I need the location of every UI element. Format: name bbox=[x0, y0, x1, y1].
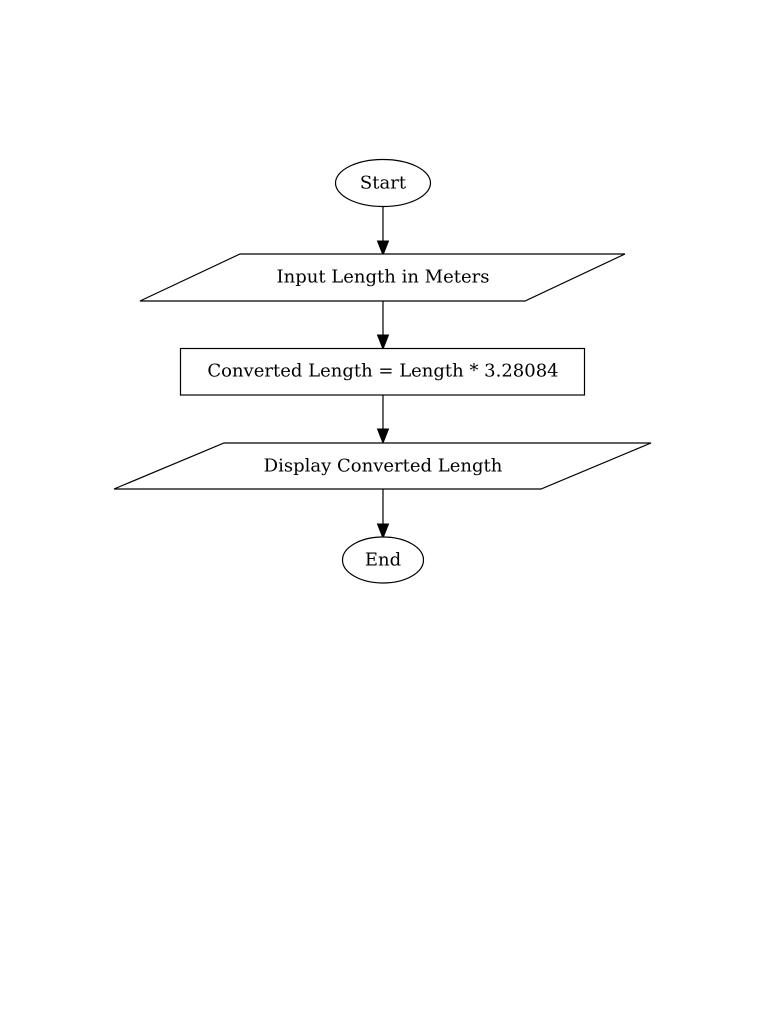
flowchart-nodes: Start Input Length in Meters Converted L… bbox=[113, 158, 652, 584]
flowchart-edges bbox=[376, 207, 390, 540]
edge-start-to-input bbox=[376, 207, 390, 257]
edge-input-to-process bbox=[376, 301, 390, 351]
output-label: Display Converted Length bbox=[264, 456, 503, 477]
start-terminal-shape bbox=[334, 158, 432, 208]
input-label: Input Length in Meters bbox=[277, 267, 490, 288]
node-output: Display Converted Length bbox=[113, 442, 652, 490]
end-terminal-shape bbox=[341, 536, 425, 584]
arrowhead-icon bbox=[376, 240, 390, 257]
arrowhead-icon bbox=[376, 334, 390, 351]
input-parallelogram-shape bbox=[139, 253, 626, 302]
node-start: Start bbox=[334, 158, 432, 208]
edge-process-to-output bbox=[376, 395, 390, 445]
end-label: End bbox=[365, 550, 401, 571]
process-rectangle-shape bbox=[179, 347, 586, 396]
node-input: Input Length in Meters bbox=[139, 253, 626, 302]
node-process: Converted Length = Length * 3.28084 bbox=[179, 347, 586, 396]
output-parallelogram-shape bbox=[113, 442, 652, 490]
edge-output-to-end bbox=[376, 489, 390, 540]
node-end: End bbox=[341, 536, 425, 584]
start-label: Start bbox=[360, 173, 407, 194]
process-label: Converted Length = Length * 3.28084 bbox=[207, 361, 558, 382]
arrowhead-icon bbox=[376, 523, 390, 540]
arrowhead-icon bbox=[376, 428, 390, 445]
